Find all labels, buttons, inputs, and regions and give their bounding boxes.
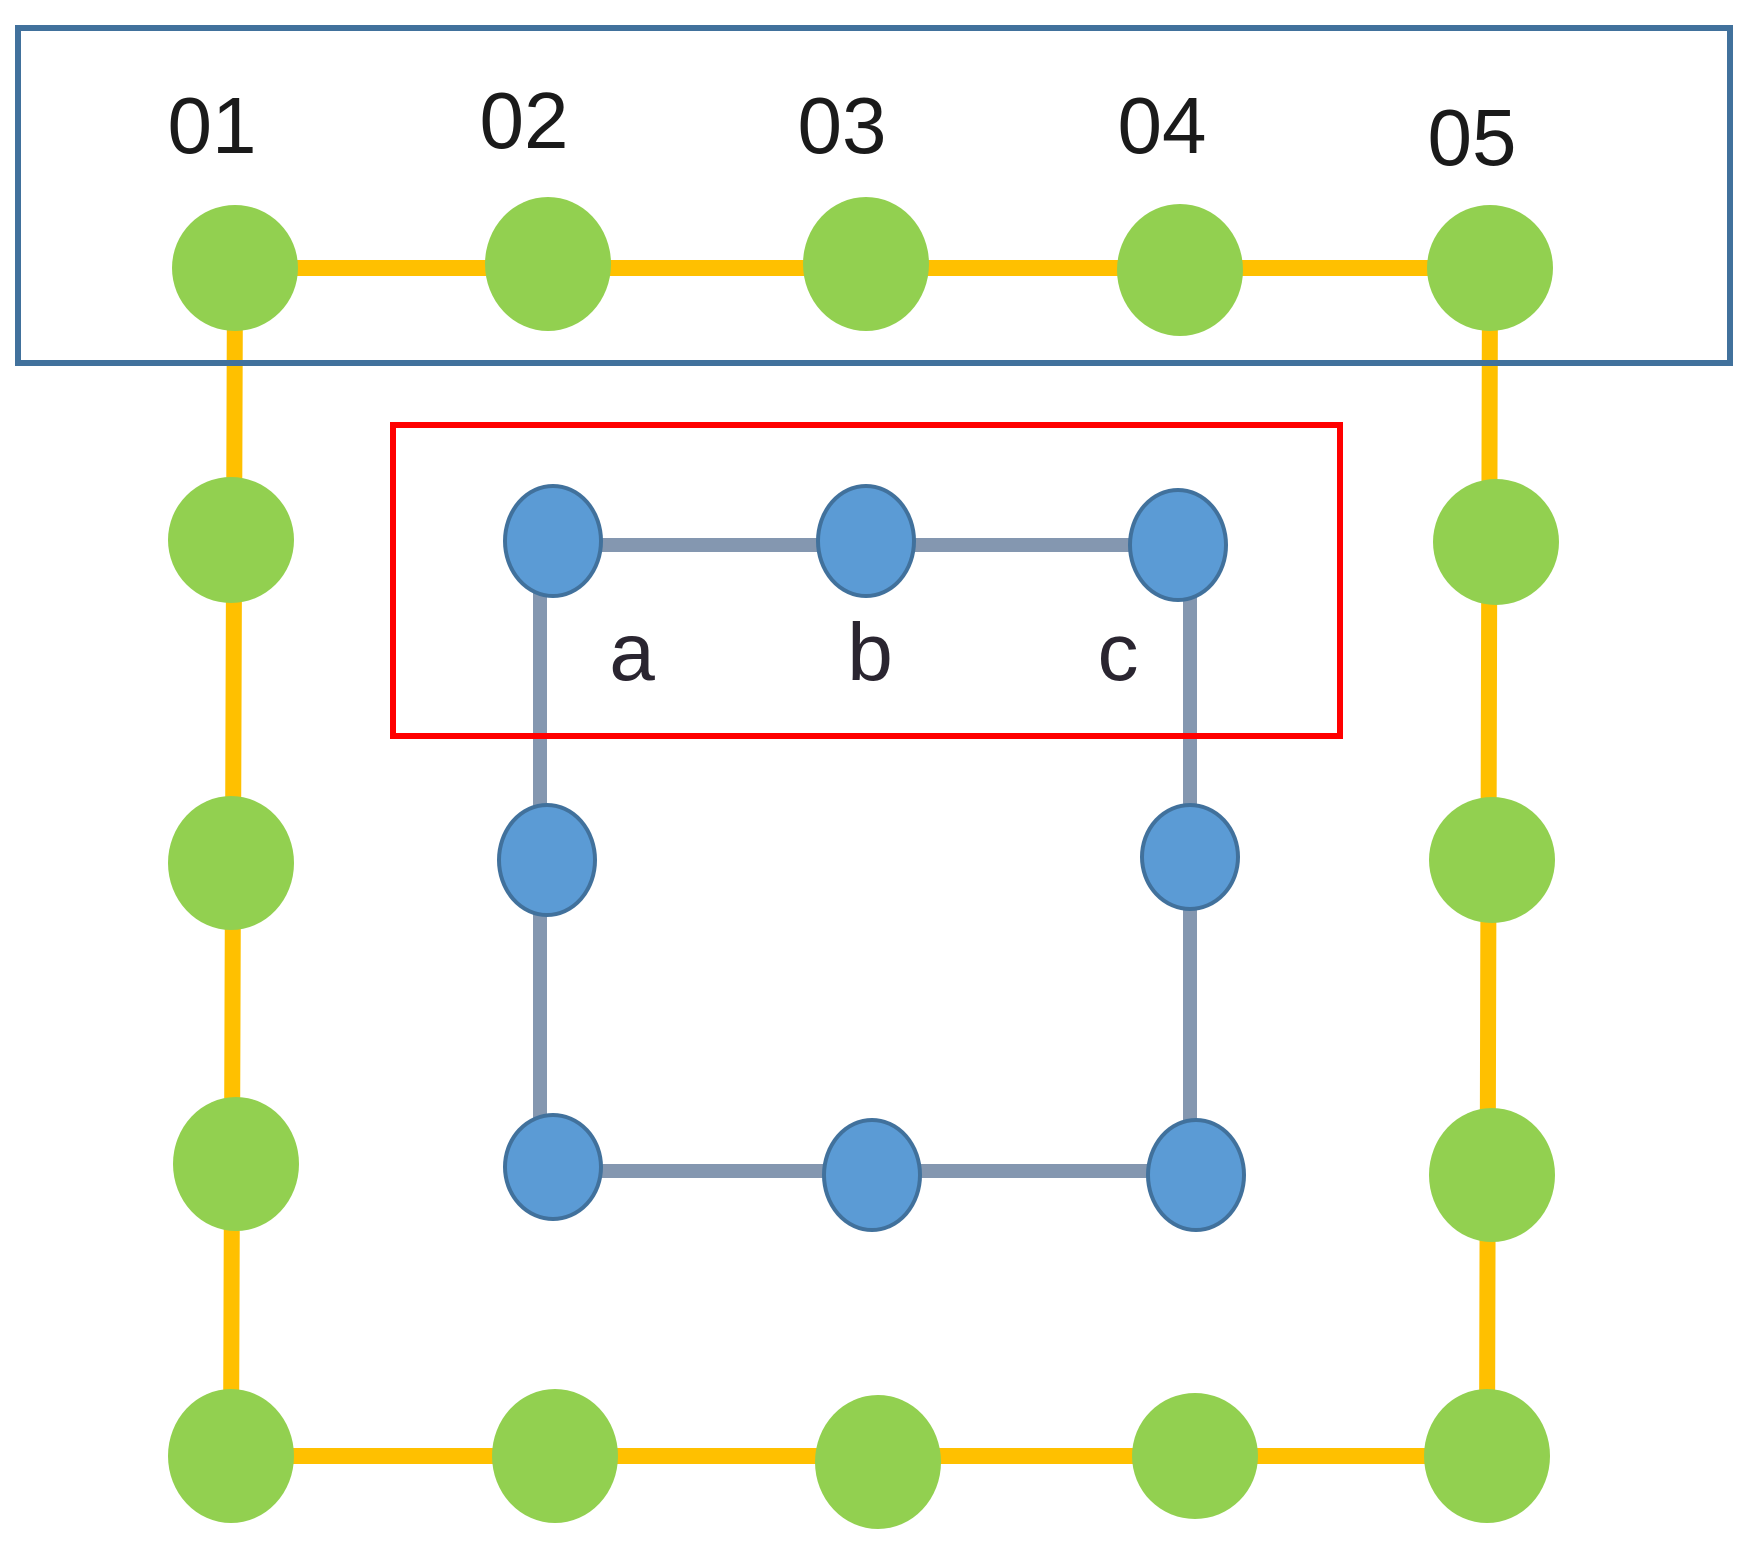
inner-node-bottom-left	[503, 1113, 603, 1221]
outer-ring-nodes	[168, 197, 1559, 1529]
inner-node-bottom-right	[1146, 1118, 1246, 1232]
top-label-05: 05	[1428, 93, 1517, 182]
outer-node-left-3	[173, 1097, 299, 1231]
outer-node-top-03	[803, 197, 929, 331]
inner-node-c	[1128, 488, 1228, 602]
inner-label-b: b	[847, 607, 893, 698]
top-row-labels: 01 02 03 04 05	[168, 76, 1517, 182]
inner-node-bottom-middle	[822, 1118, 922, 1232]
top-row-highlight-box	[15, 25, 1733, 366]
outer-node-bottom-5	[1424, 1389, 1550, 1523]
outer-node-bottom-1	[168, 1389, 294, 1523]
inner-node-b	[816, 484, 916, 598]
outer-node-right-2	[1429, 797, 1555, 923]
outer-node-right-3	[1429, 1108, 1555, 1242]
inner-node-a	[503, 484, 603, 598]
top-label-03: 03	[798, 81, 887, 170]
outer-node-top-04	[1117, 204, 1243, 336]
inner-label-a: a	[609, 607, 655, 698]
outer-node-left-1	[168, 477, 294, 603]
inner-node-left-middle	[497, 803, 597, 917]
outer-node-left-2	[168, 796, 294, 930]
outer-node-top-02	[485, 197, 611, 331]
inner-node-right-middle	[1140, 803, 1240, 911]
inner-row-labels: a b c	[609, 607, 1138, 698]
outer-node-top-01	[172, 205, 298, 331]
outer-node-bottom-3	[815, 1395, 941, 1529]
outer-node-right-1	[1433, 479, 1559, 605]
inner-label-c: c	[1098, 607, 1139, 698]
top-label-04: 04	[1118, 81, 1207, 170]
inner-top-row-highlight-box	[390, 422, 1343, 739]
outer-ring-edges	[223, 260, 1498, 1464]
top-label-02: 02	[480, 76, 569, 165]
top-label-01: 01	[168, 81, 257, 170]
outer-node-bottom-4	[1132, 1393, 1258, 1519]
inner-ring-nodes	[497, 484, 1246, 1232]
outer-node-bottom-2	[492, 1389, 618, 1523]
outer-node-top-05	[1427, 205, 1553, 331]
